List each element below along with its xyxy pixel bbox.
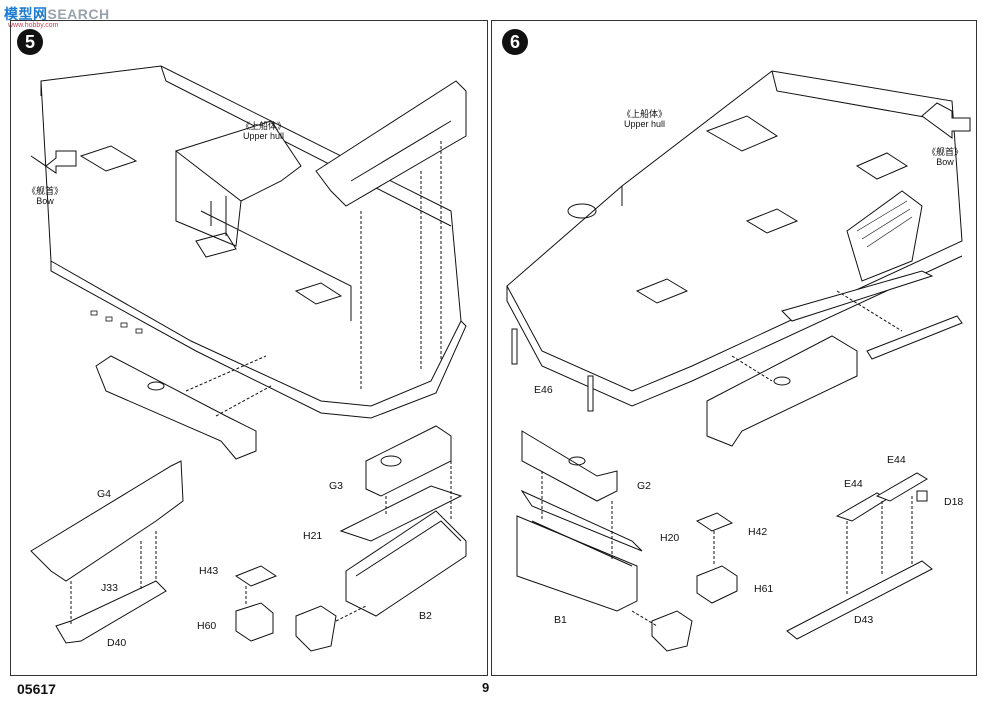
part-e44-a: E44 xyxy=(844,478,863,490)
part-e46: E46 xyxy=(534,384,553,396)
step-6-badge: 6 xyxy=(502,29,528,55)
bow-en: Bow xyxy=(936,157,954,167)
step-5-panel: 5 xyxy=(10,20,488,676)
part-g3: G3 xyxy=(329,480,344,492)
step-6-panel: 6 xyxy=(491,20,977,676)
part-g2: G2 xyxy=(637,480,652,492)
part-b1: B1 xyxy=(554,614,567,626)
bow-cn: 《舰首》 xyxy=(927,147,964,157)
upper-hull-en: Upper hull xyxy=(242,131,285,141)
upper-hull-cn: 《上船体》 xyxy=(241,121,287,131)
upper-hull-label: 《上船体》 Upper hull xyxy=(241,121,286,141)
part-d40: D40 xyxy=(107,637,127,649)
bow-label: 《舰首》 Bow xyxy=(27,186,63,206)
part-d43: D43 xyxy=(854,614,874,626)
page-number: 9 xyxy=(482,680,490,695)
watermark-sub: www.hobby.com xyxy=(8,22,59,29)
part-h43: H43 xyxy=(199,565,219,577)
watermark: 模型网SEARCH xyxy=(4,4,110,24)
part-h42: H42 xyxy=(748,526,768,538)
part-h21: H21 xyxy=(303,530,323,542)
part-h60: H60 xyxy=(197,620,217,632)
part-h61: H61 xyxy=(754,583,774,595)
part-d18: D18 xyxy=(944,496,964,508)
step-6-drawing xyxy=(506,70,971,652)
product-code: 05617 xyxy=(17,681,56,697)
part-e44-b: E44 xyxy=(887,454,906,466)
part-b2: B2 xyxy=(419,610,432,622)
watermark-cn: 模型网 xyxy=(4,6,48,22)
watermark-text: SEARCH xyxy=(47,6,110,22)
upper-hull-cn: 《上船体》 xyxy=(622,109,668,119)
bow-label: 《舰首》 Bow xyxy=(927,147,963,167)
step-5-badge: 5 xyxy=(17,29,43,55)
upper-hull-en: Upper hull xyxy=(623,119,666,129)
part-h20: H20 xyxy=(660,532,680,544)
bow-en: Bow xyxy=(36,196,54,206)
step-5-drawing xyxy=(30,65,467,652)
upper-hull-label: 《上船体》 Upper hull xyxy=(622,109,667,129)
part-j33: J33 xyxy=(101,582,118,594)
part-g4: G4 xyxy=(97,488,112,500)
bow-cn: 《舰首》 xyxy=(27,186,64,196)
